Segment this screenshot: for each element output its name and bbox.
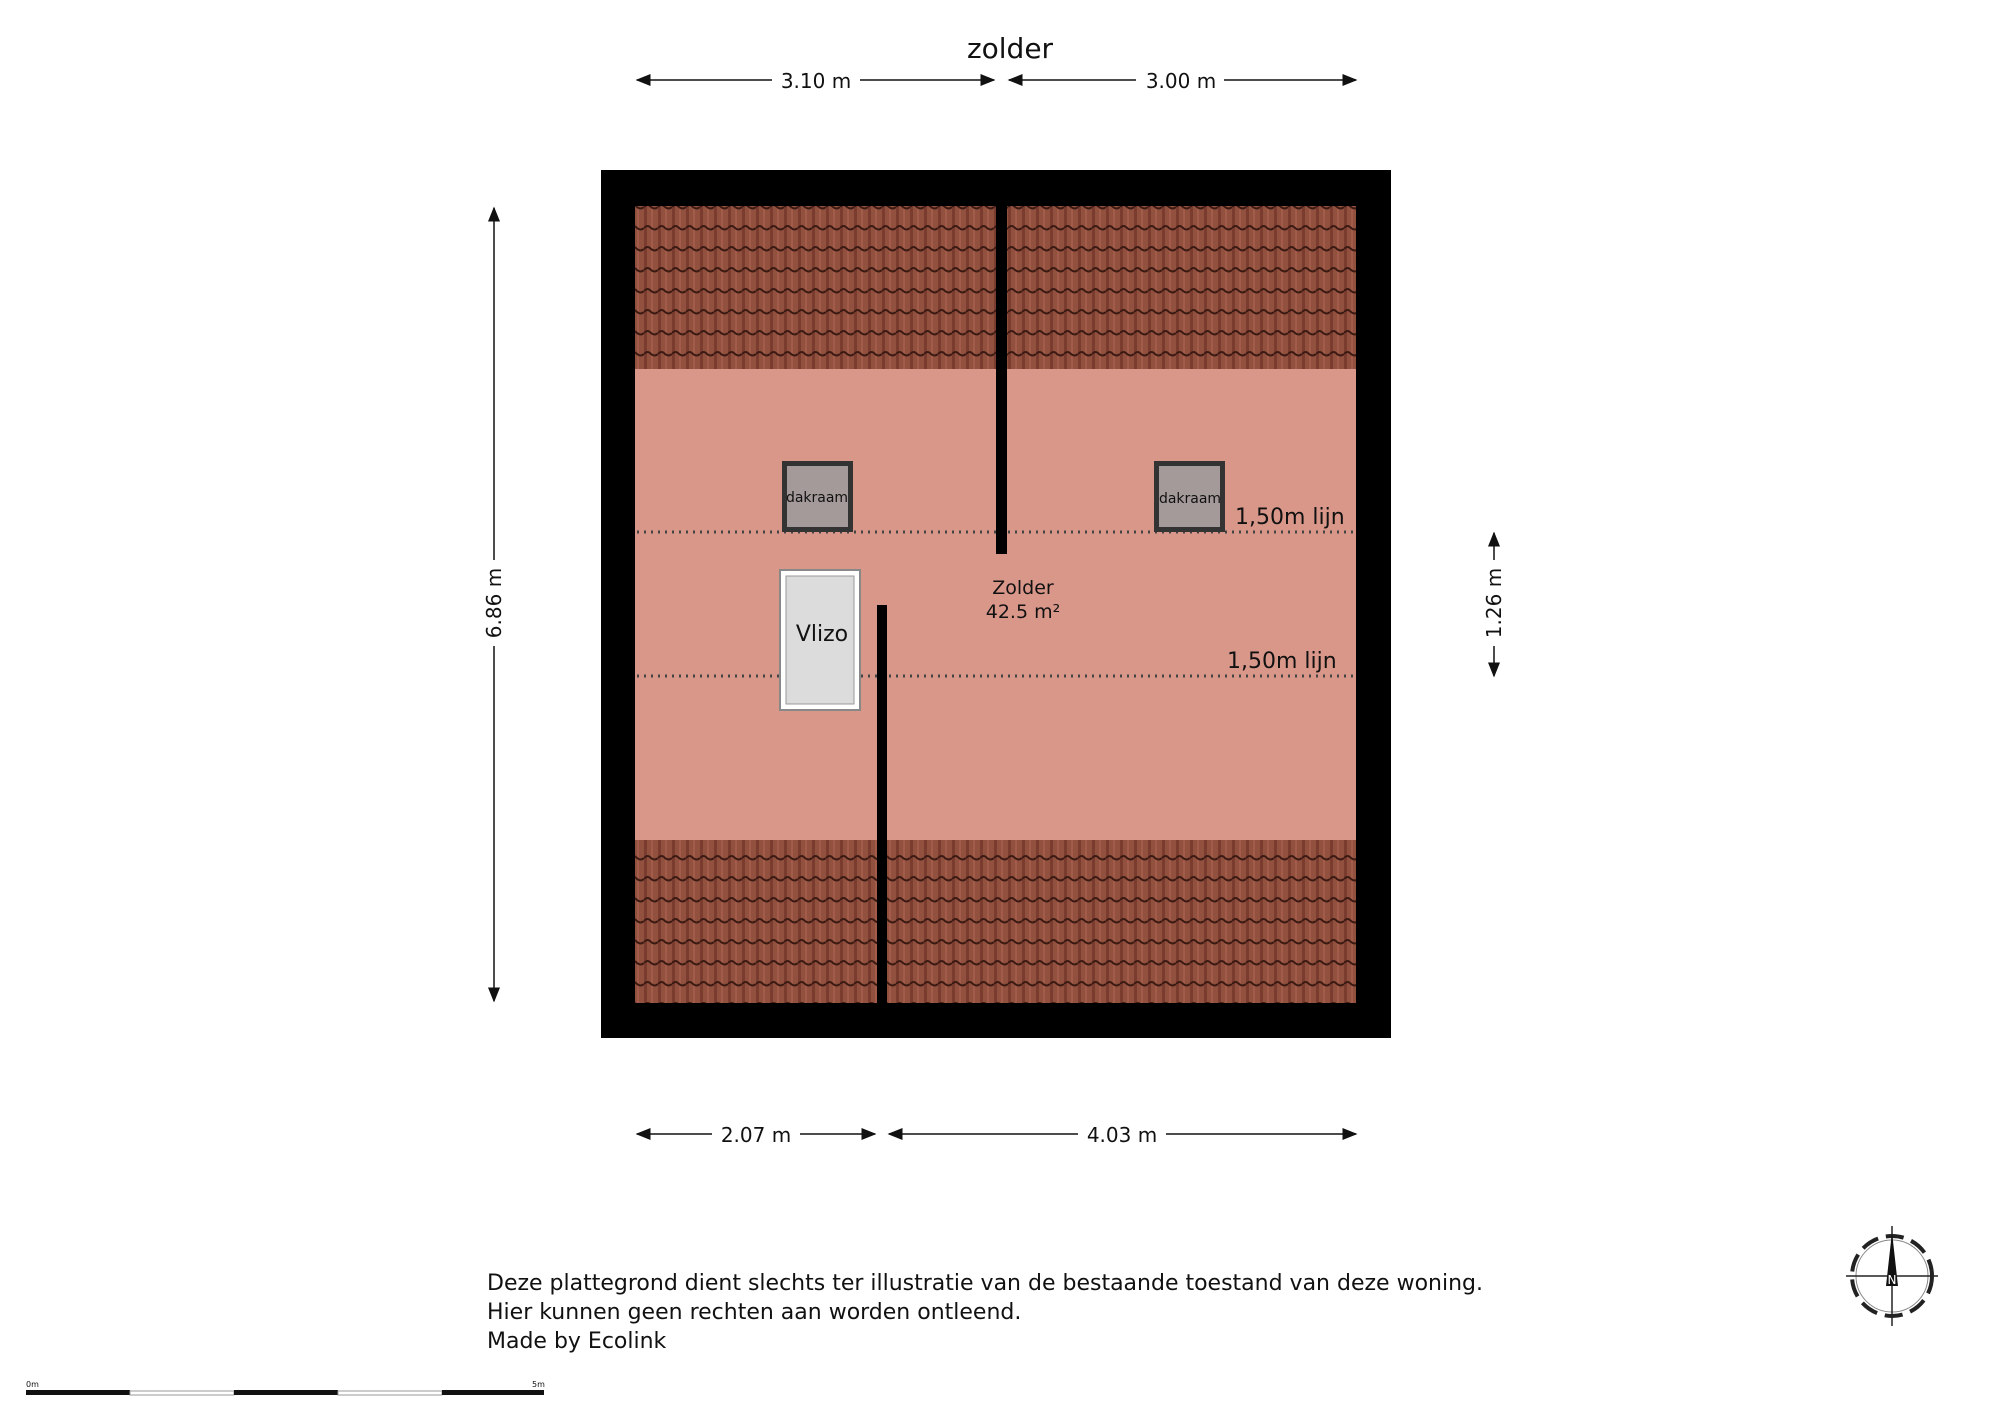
dimension-bottom-right: 4.03 m xyxy=(887,1120,1358,1148)
svg-text:dakraam: dakraam xyxy=(786,490,848,506)
room-area: 42.5 m² xyxy=(986,601,1060,623)
height-line-label-2: 1,50m lijn xyxy=(1227,649,1337,674)
room-name: Zolder xyxy=(992,577,1054,599)
dimension-bottom-left: 2.07 m xyxy=(635,1120,877,1148)
plan-title: zolder xyxy=(967,32,1054,65)
disclaimer-line-1: Deze plattegrond dient slechts ter illus… xyxy=(487,1271,1483,1296)
svg-text:2.07 m: 2.07 m xyxy=(721,1123,791,1147)
dimension-top-right: 3.00 m xyxy=(1007,66,1358,94)
dimension-top-left: 3.10 m xyxy=(635,66,996,94)
interior-wall-bottom xyxy=(877,605,887,1003)
skylight-2: dakraam xyxy=(1154,461,1225,532)
dimension-right-height: 1.26 m xyxy=(1480,531,1508,678)
height-line-label-1: 1,50m lijn xyxy=(1235,505,1345,530)
svg-text:1.26 m: 1.26 m xyxy=(1482,568,1506,638)
attic-hatch: Vlizo xyxy=(779,569,861,711)
svg-text:0m: 0m xyxy=(26,1380,39,1389)
svg-text:6.86 m: 6.86 m xyxy=(482,568,506,638)
svg-text:5m: 5m xyxy=(532,1380,545,1389)
interior-wall-top xyxy=(996,206,1007,554)
skylight-1: dakraam xyxy=(782,461,853,532)
roof-tiles-bottom xyxy=(635,840,1356,1003)
svg-text:3.10 m: 3.10 m xyxy=(781,69,851,93)
svg-text:Vlizo: Vlizo xyxy=(796,622,848,647)
dimension-left-height: 6.86 m xyxy=(480,206,508,1003)
svg-text:dakraam: dakraam xyxy=(1159,491,1221,507)
scale-bar: 0m 5m xyxy=(26,1380,545,1396)
svg-text:3.00 m: 3.00 m xyxy=(1146,69,1216,93)
compass-icon: N xyxy=(1846,1226,1938,1326)
credit-line: Made by Ecolink xyxy=(487,1329,667,1354)
svg-text:N: N xyxy=(1888,1273,1897,1287)
svg-text:4.03 m: 4.03 m xyxy=(1087,1123,1157,1147)
roof-tiles-top xyxy=(635,206,1356,369)
disclaimer-line-2: Hier kunnen geen rechten aan worden ontl… xyxy=(487,1300,1022,1325)
